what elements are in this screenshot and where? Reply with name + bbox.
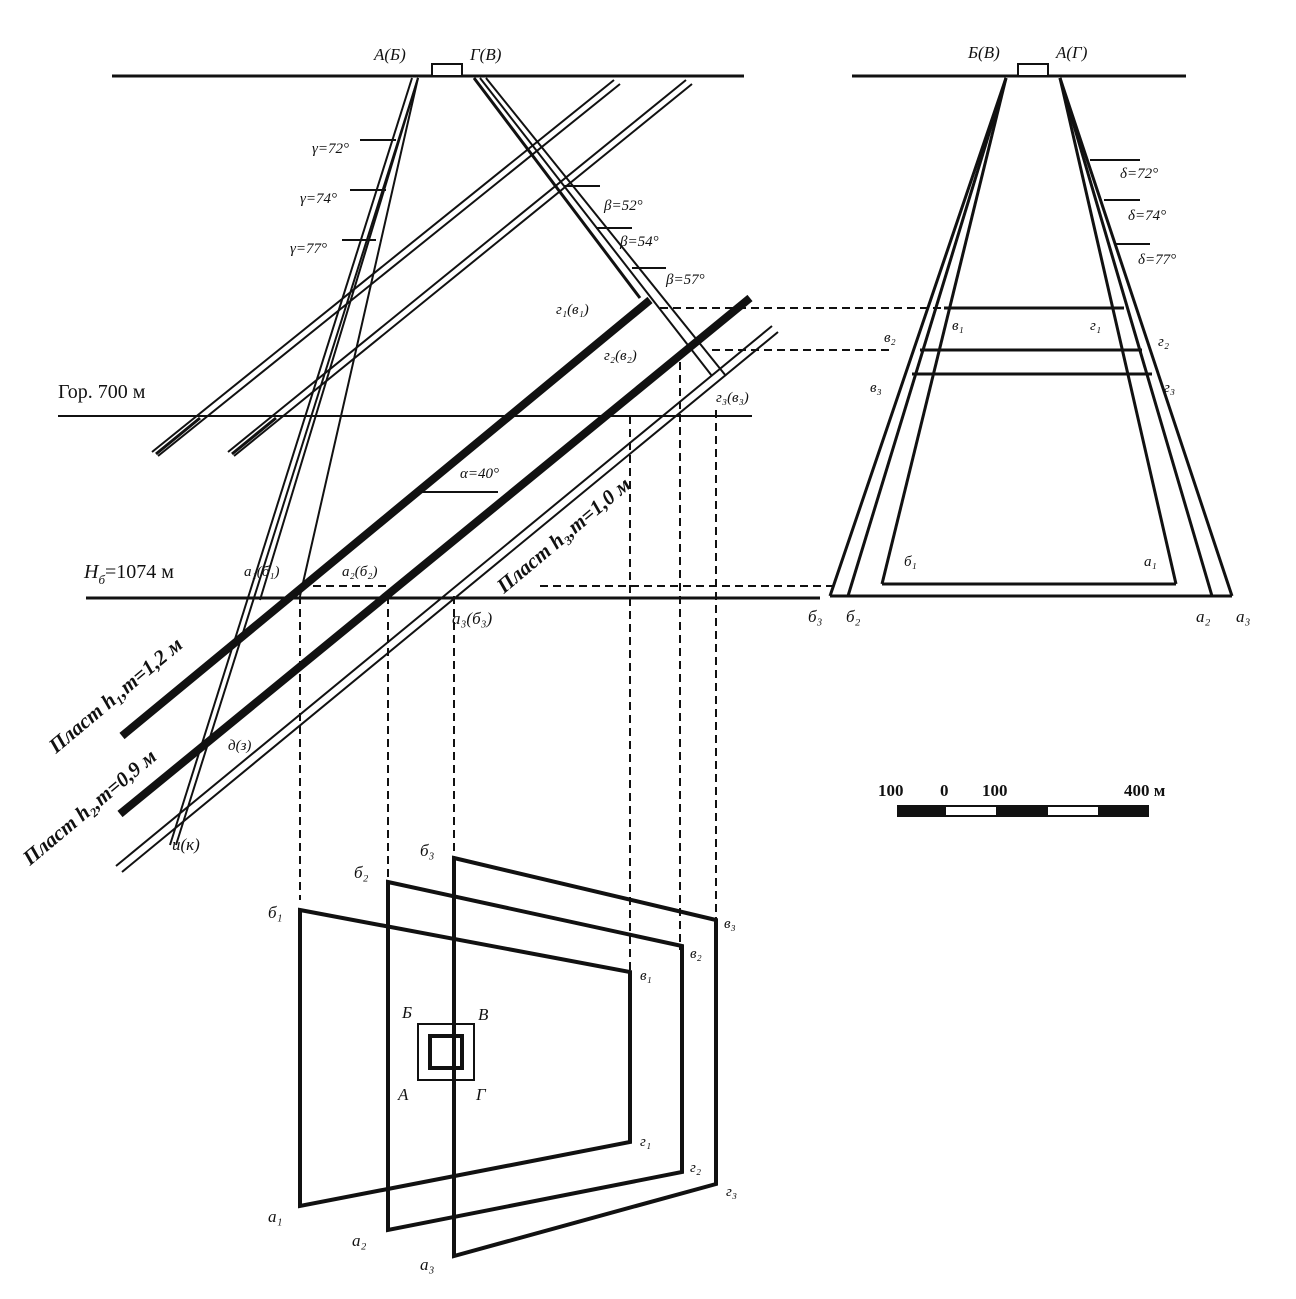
- cross-shaft-collar: [1017, 63, 1049, 77]
- plan-pt-a2: а₂: [352, 1231, 367, 1250]
- plan-shaft-outer: [417, 1023, 475, 1081]
- shaft-collar: [431, 63, 463, 77]
- pt-i: и(к): [172, 835, 200, 854]
- cross-collar-left-label: Б(В): [967, 43, 1000, 62]
- pt-g1: г₁(в₁): [556, 302, 589, 318]
- scale-label-100-left: 100: [878, 781, 904, 800]
- level-bottom-label: Hб=1074 м: [83, 561, 174, 587]
- scale-label-100: 100: [982, 781, 1008, 800]
- gamma-angle-1: γ=72°: [312, 141, 349, 157]
- cross-pt-v2: в₂: [884, 330, 896, 346]
- pt-g3: г₃(в₃): [716, 390, 749, 406]
- pt-a3: a₃(б₃): [452, 609, 493, 628]
- cross-pt-v3: в₃: [870, 380, 882, 396]
- scale-bar: 100 0 100 400 м: [878, 781, 1166, 817]
- beta-angle-marks: β=52° β=54° β=57°: [564, 185, 705, 288]
- plan-contour-2: [386, 879, 684, 1233]
- cross-pt-b1: б₁: [904, 554, 917, 570]
- plan-shaft-A: А: [397, 1085, 409, 1104]
- longitudinal-section: A(Б) Г(В) Гор. 700 м Hб=1074 м γ=72° γ=7…: [17, 45, 944, 970]
- beta-angle-1: β=52°: [603, 198, 643, 214]
- collar-left-label: A(Б): [373, 45, 406, 64]
- delta-angle-1: δ=72°: [1120, 166, 1158, 182]
- plan-pt-g3: г₃: [726, 1184, 737, 1200]
- cross-pt-b2: б₂: [846, 607, 861, 626]
- cross-pt-g3: г₃: [1164, 380, 1175, 396]
- delta-angle-3: δ=77°: [1138, 252, 1176, 268]
- cross-pt-a1: а₁: [1144, 554, 1157, 570]
- cross-section: Б(В) А(Г) δ=72° δ=74° δ=77° в₁ в₂ в₃ г₁ …: [808, 43, 1251, 626]
- seam-2-label: Пласт h₂,m=0,9 м: [17, 744, 161, 870]
- plan-view: Б В А Г б₁ б₂ б₃ в₁ в₂ в₃ г₁ г₂ г₃ а₁ а₂…: [268, 841, 737, 1274]
- plan-contour-3: [452, 855, 718, 1259]
- cross-pt-a3: а₃: [1236, 607, 1251, 626]
- plan-pt-a1: а₁: [268, 1207, 282, 1226]
- plan-pt-b1: б₁: [268, 903, 282, 922]
- borehole-left-3b: [169, 77, 413, 846]
- seam-1: [119, 296, 653, 740]
- pt-d: д(з): [228, 738, 251, 754]
- plan-pt-g1: г₁: [640, 1134, 651, 1150]
- borehole-left-3: [175, 77, 419, 846]
- plan-contour-1: [298, 907, 632, 1209]
- upper-seams: [151, 79, 693, 457]
- cross-pt-g2: г₂: [1158, 334, 1169, 350]
- plan-shaft-G: Г: [475, 1085, 487, 1104]
- seam-2: [117, 294, 753, 818]
- plan-pt-v2: в₂: [690, 946, 702, 962]
- borehole-left-1: [299, 77, 419, 597]
- scale-label-0: 0: [940, 781, 949, 800]
- plan-pt-b3: б₃: [420, 841, 435, 860]
- delta-angle-2: δ=74°: [1128, 208, 1166, 224]
- pt-a2: a₂(б₂): [342, 564, 377, 580]
- plan-shaft-B: Б: [401, 1003, 412, 1022]
- cross-pt-v1: в₁: [952, 318, 964, 334]
- plan-pt-g2: г₂: [690, 1160, 701, 1176]
- cross-pt-g1: г₁: [1090, 318, 1101, 334]
- gamma-angle-3: γ=77°: [290, 241, 327, 257]
- projection-lines: [299, 307, 944, 970]
- plan-shaft-inner: [428, 1034, 464, 1070]
- level-700-label: Гор. 700 м: [58, 381, 146, 403]
- plan-pt-v1: в₁: [640, 968, 652, 984]
- plan-pt-b2: б₂: [354, 863, 369, 882]
- alpha-angle-label: α=40°: [460, 466, 499, 482]
- cross-pt-b3: б₃: [808, 607, 823, 626]
- cross-pt-a2: а₂: [1196, 607, 1211, 626]
- gamma-angle-2: γ=74°: [300, 191, 337, 207]
- beta-angle-3: β=57°: [665, 272, 705, 288]
- plan-pt-v3: в₃: [724, 916, 736, 932]
- gamma-angle-marks: γ=72° γ=74° γ=77°: [290, 139, 396, 257]
- pt-g2: г₂(в₂): [604, 348, 637, 364]
- scale-label-400: 400 м: [1124, 781, 1166, 800]
- seam-3-a: [115, 325, 773, 867]
- beta-angle-2: β=54°: [619, 234, 659, 250]
- plan-pt-a3: а₃: [420, 1255, 435, 1274]
- seam-3-b: [121, 331, 779, 873]
- plan-shaft-V: В: [478, 1005, 489, 1024]
- collar-right-label: Г(В): [469, 45, 502, 64]
- pt-a1: a₁(б₁): [244, 564, 279, 580]
- borehole-right-1: [472, 77, 642, 299]
- cross-collar-right-label: А(Г): [1055, 43, 1088, 62]
- borehole-left-2: [259, 77, 419, 601]
